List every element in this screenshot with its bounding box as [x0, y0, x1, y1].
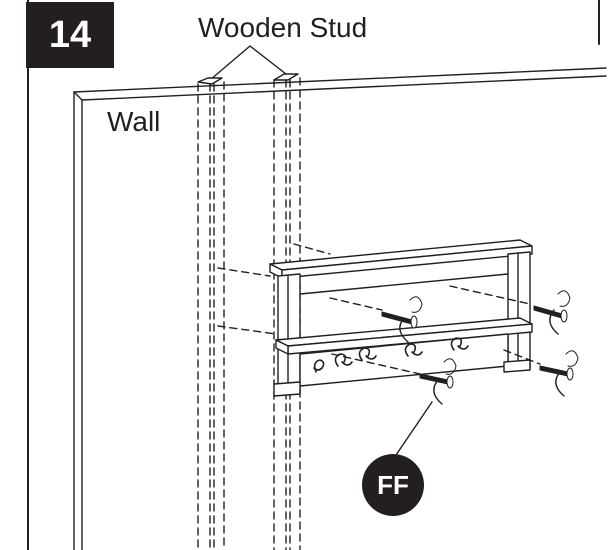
- step-number-badge: 14: [26, 2, 114, 68]
- wall-label: Wall: [107, 106, 161, 137]
- screws: [381, 290, 579, 389]
- alignment-lines: [217, 243, 541, 375]
- coat-rack-shelf: [269, 239, 533, 397]
- screw-upper-left: [381, 296, 423, 329]
- screw-upper-right: [533, 290, 571, 323]
- part-ff-badge: FF: [362, 454, 424, 516]
- coat-hooks: [313, 337, 469, 373]
- wall-panel: [73, 67, 607, 550]
- rotation-arrows: [399, 309, 565, 405]
- screw-lower-middle: [419, 358, 457, 389]
- screw-lower-right: [539, 350, 579, 381]
- wooden-stud-left: [197, 77, 225, 550]
- stud-leader-lines: [209, 45, 287, 81]
- wooden-stud-label: Wooden Stud: [198, 12, 368, 43]
- part-leader-line: [393, 401, 433, 459]
